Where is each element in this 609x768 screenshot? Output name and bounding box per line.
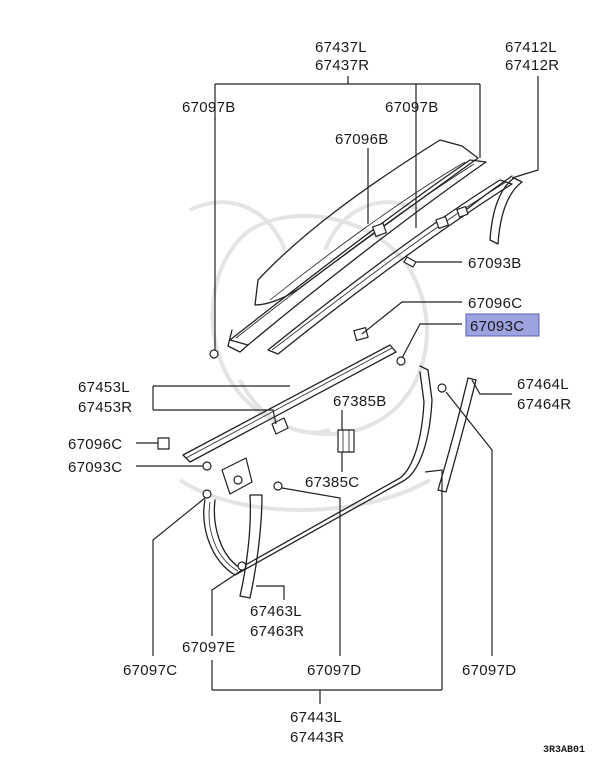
outer-weatherstrip [227, 159, 487, 353]
label-67097C[interactable]: 67097C [123, 662, 177, 679]
door-glass [254, 139, 479, 306]
label-67097E[interactable]: 67097E [182, 639, 236, 656]
label-67097D-right[interactable]: 67097D [462, 662, 516, 679]
label-67437L[interactable]: 67437L [315, 39, 367, 56]
label-67093C-right[interactable]: 67093C [470, 318, 524, 335]
rear-weatherstrip-67464 [437, 377, 477, 493]
label-67385B[interactable]: 67385B [333, 393, 387, 410]
left-side-clips [157, 383, 447, 571]
clip-67096C-left [157, 437, 170, 450]
stopper-67385 [337, 429, 355, 453]
clip-67096B [371, 222, 387, 238]
label-67443L[interactable]: 67443L [290, 709, 342, 726]
label-67093B[interactable]: 67093B [468, 255, 522, 272]
clip-67097D-center [273, 481, 283, 491]
label-67463L[interactable]: 67463L [250, 603, 302, 620]
label-67096C-left[interactable]: 67096C [68, 436, 122, 453]
label-67412L[interactable]: 67412L [505, 39, 557, 56]
label-67093C-left[interactable]: 67093C [68, 459, 122, 476]
label-67453R[interactable]: 67453R [78, 399, 132, 416]
clip-67093B [403, 256, 417, 268]
door-opening-weatherstrip [203, 365, 433, 576]
clip-67097B-left [209, 349, 219, 359]
belt-line-molding [182, 327, 406, 463]
label-67443R[interactable]: 67443R [290, 729, 344, 746]
clip-67097C [202, 489, 212, 499]
label-67097B-left[interactable]: 67097B [182, 99, 236, 116]
label-67463R[interactable]: 67463R [250, 623, 304, 640]
clip-67097D-right [437, 383, 447, 393]
label-67464L[interactable]: 67464L [517, 376, 569, 393]
part-number-labels: 67437L 67437R 67412L 67412R 67097B 67097… [68, 39, 585, 756]
selected-part-highlight [465, 313, 540, 337]
label-67096B[interactable]: 67096B [335, 131, 389, 148]
label-67097D-center[interactable]: 67097D [307, 662, 361, 679]
label-67412R[interactable]: 67412R [505, 57, 559, 74]
clip-upper [456, 205, 469, 218]
upper-clips [209, 205, 469, 359]
side-weatherstrip-67463 [239, 494, 263, 599]
inner-weatherstrip [267, 179, 513, 355]
clip-67097B-right [435, 215, 450, 230]
label-67453L[interactable]: 67453L [78, 379, 130, 396]
label-67464R[interactable]: 67464R [517, 396, 571, 413]
clip-67093C-right [396, 356, 406, 366]
leader-lines [136, 76, 539, 704]
label-67437R[interactable]: 67437R [315, 57, 369, 74]
label-67097B-right[interactable]: 67097B [385, 99, 439, 116]
clip-67096C-right [353, 327, 369, 341]
clip-67093C-left [202, 461, 212, 471]
label-67096C-right[interactable]: 67096C [468, 295, 522, 312]
figure-code: 3R3AB01 [543, 745, 585, 756]
label-67385C[interactable]: 67385C [305, 474, 359, 491]
